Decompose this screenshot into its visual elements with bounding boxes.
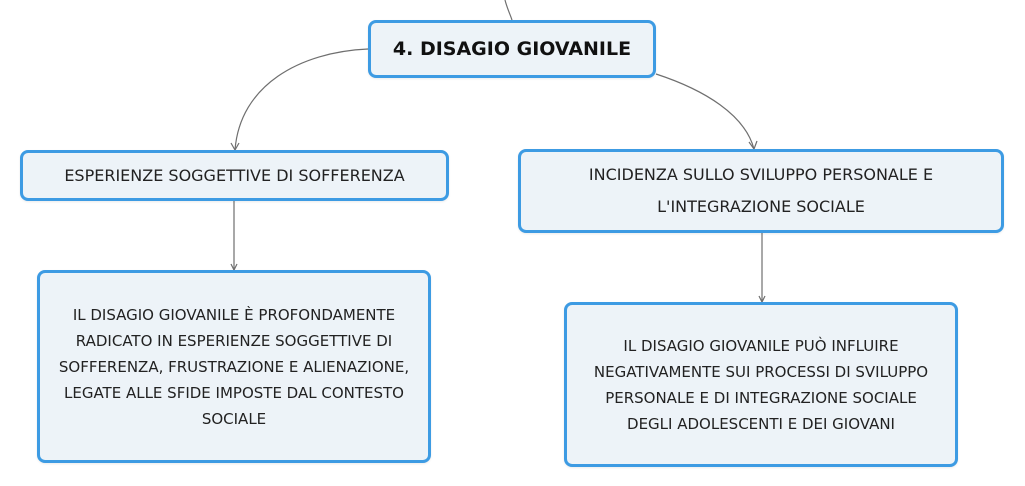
connector-root-to-left-branch xyxy=(234,48,369,151)
branch-topic-label: ESPERIENZE SOGGETTIVE DI SOFFERENZA xyxy=(64,166,405,185)
leaf-topic-text: IL DISAGIO GIOVANILE PUÒ INFLUIRE NEGATI… xyxy=(593,336,929,433)
leaf-topic-soggettive-detail[interactable]: IL DISAGIO GIOVANILE È PROFONDAMENTE RAD… xyxy=(37,270,431,463)
leaf-topic-incidenza-detail[interactable]: IL DISAGIO GIOVANILE PUÒ INFLUIRE NEGATI… xyxy=(564,302,958,467)
root-topic[interactable]: 4. DISAGIO GIOVANILE xyxy=(368,20,656,78)
branch-topic-label: INCIDENZA SULLO SVILUPPO PERSONALE E L'I… xyxy=(588,165,934,216)
root-topic-label: 4. DISAGIO GIOVANILE xyxy=(392,38,632,60)
branch-topic-incidenza[interactable]: INCIDENZA SULLO SVILUPPO PERSONALE E L'I… xyxy=(518,149,1004,233)
branch-topic-soggettive[interactable]: ESPERIENZE SOGGETTIVE DI SOFFERENZA xyxy=(20,150,449,201)
connector-parent-to-root xyxy=(504,0,513,21)
leaf-topic-text: IL DISAGIO GIOVANILE È PROFONDAMENTE RAD… xyxy=(58,305,410,428)
connector-root-to-right-branch xyxy=(655,73,755,150)
